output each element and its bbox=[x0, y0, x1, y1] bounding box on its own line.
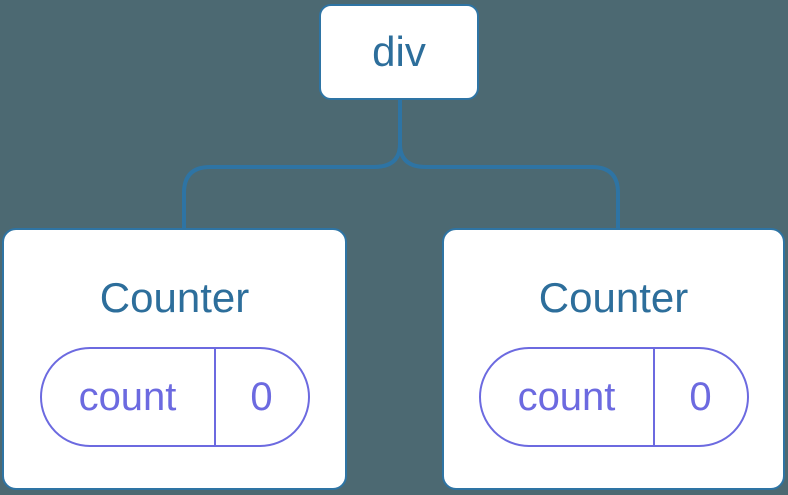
tree-node-div: div bbox=[319, 4, 479, 100]
connector-right-branch bbox=[398, 143, 620, 228]
tree-node-counter-right: Counter count 0 bbox=[442, 228, 785, 490]
counter-right-state-pill: count 0 bbox=[478, 347, 749, 447]
counter-left-state-key: count bbox=[42, 349, 216, 445]
counter-right-state-key: count bbox=[481, 349, 655, 445]
counter-right-title: Counter bbox=[538, 274, 689, 321]
counter-right-state-value: 0 bbox=[689, 374, 712, 419]
counter-left-title: Counter bbox=[99, 274, 250, 321]
connector-left-branch bbox=[182, 100, 402, 228]
counter-left-state-value: 0 bbox=[250, 374, 273, 419]
counter-left-state-pill: count 0 bbox=[39, 347, 310, 447]
tree-node-counter-left: Counter count 0 bbox=[2, 228, 347, 490]
tree-node-div-label: div bbox=[372, 28, 426, 75]
